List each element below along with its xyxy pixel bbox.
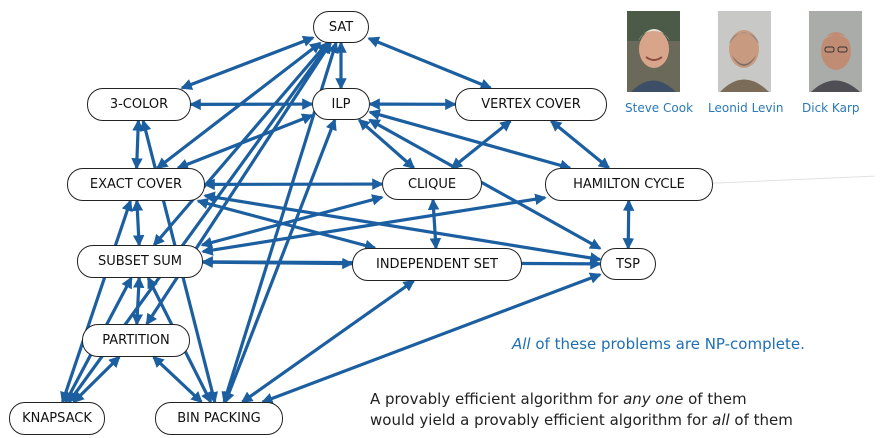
node-sat: SAT — [313, 11, 369, 43]
node-knapsack: KNAPSACK — [9, 402, 105, 435]
caption-leonid-levin: Leonid Levin — [708, 101, 784, 115]
reduction-arrow-vertex_cover-clique — [450, 119, 512, 170]
node-subset-sum: SUBSET SUM — [77, 245, 203, 278]
node-partition: PARTITION — [82, 324, 190, 357]
np-complete-emphasis: All — [512, 335, 531, 353]
reduction-arrow-independent_set-bin_packing — [240, 279, 416, 404]
node-vertex-cover: VERTEX COVER — [455, 88, 607, 121]
node-tsp: TSP — [600, 248, 656, 280]
reduction-arrow-tsp-bin_packing — [261, 272, 602, 404]
reduction-arrow-partition-knapsack — [72, 355, 121, 404]
np-complete-note: All of these problems are NP-complete. — [512, 335, 805, 353]
reduction-arrow-three_color-exact_cover — [131, 119, 144, 170]
reduction-arrow-subset_sum-partition — [131, 276, 145, 326]
reduction-arrow-clique-independent_set — [427, 198, 442, 250]
caption-steve-cook: Steve Cook — [625, 101, 694, 115]
node-exact-cover: EXACT COVER — [67, 168, 205, 201]
line1-text: A provably efficient algorithm for — [370, 390, 624, 408]
node-bin-packing: BIN PACKING — [155, 402, 283, 435]
dick-karp-photo — [809, 11, 862, 92]
node-independent-set: INDEPENDENT SET — [352, 248, 522, 281]
line2-emphasis: all — [712, 411, 730, 429]
caption-dick-karp: Dick Karp — [802, 101, 860, 115]
line2-tail: of them — [729, 411, 793, 429]
reduction-arrow-partition-bin_packing — [152, 355, 203, 404]
reduction-arrow-hamilton_cycle-tsp — [622, 199, 635, 250]
node-3-color: 3-COLOR — [87, 88, 191, 121]
leonid-levin-photo — [718, 11, 771, 92]
line1-emphasis: any one — [623, 390, 684, 408]
reduction-arrow-ilp-clique — [357, 118, 416, 170]
efficiency-note-line2: would yield a provably efficient algorit… — [370, 411, 793, 429]
reduction-arrow-sat-vertex_cover — [367, 36, 493, 90]
node-clique: CLIQUE — [382, 168, 482, 200]
np-complete-text: of these problems are NP-complete. — [530, 335, 805, 353]
line1-tail: of them — [683, 390, 747, 408]
reduction-arrow-vertex_cover-hamilton_cycle — [549, 119, 611, 170]
steve-cook-photo — [627, 11, 680, 92]
node-hamilton-cycle: HAMILTON CYCLE — [545, 168, 713, 201]
node-ilp: ILP — [312, 88, 370, 120]
efficiency-note-line1: A provably efficient algorithm for any o… — [370, 390, 747, 408]
reduction-arrow-exact_cover-subset_sum — [131, 199, 145, 247]
line2-text: would yield a provably efficient algorit… — [370, 411, 713, 429]
reduction-arrow-hamilton_cycle-subset_sum — [201, 193, 547, 256]
